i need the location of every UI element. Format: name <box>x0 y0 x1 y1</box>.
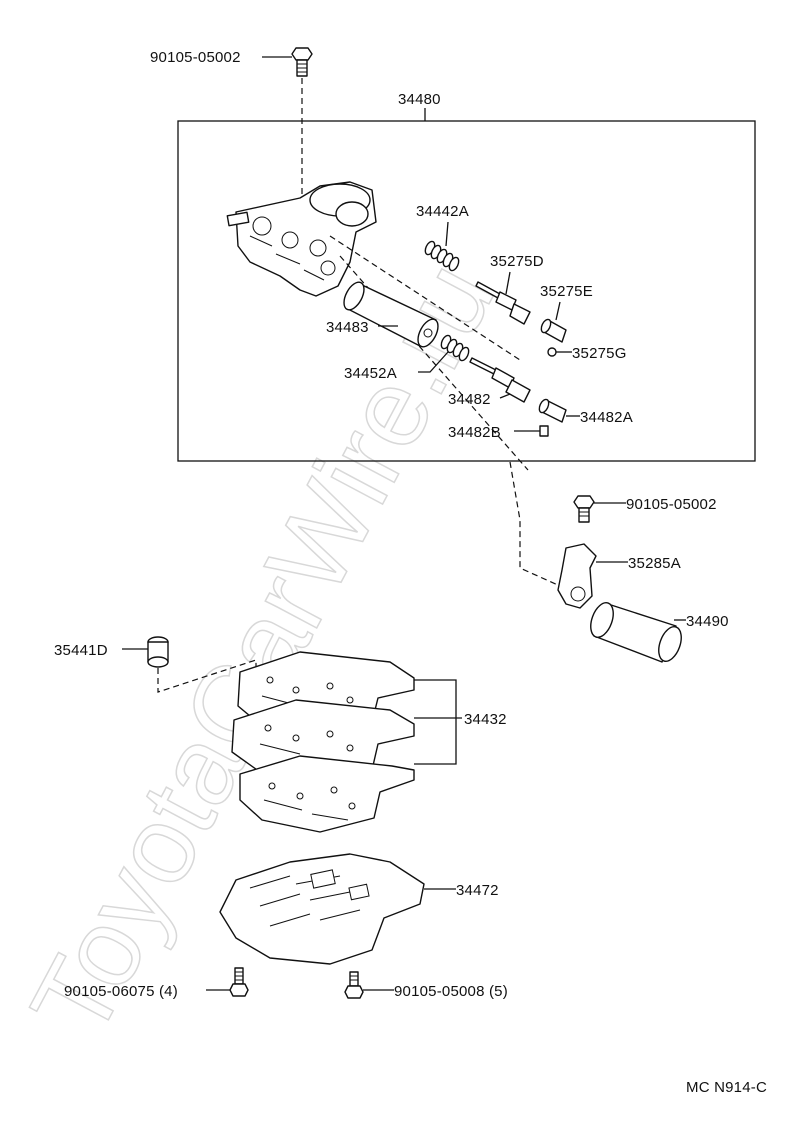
bolt-bottom-right-icon <box>344 971 364 999</box>
label-sleeve: 34483 <box>326 319 369 336</box>
dash-axis-lower <box>339 255 529 471</box>
solenoid-icon <box>590 602 682 663</box>
plug-lower-icon <box>538 398 567 423</box>
label-valve-body-assy: 34480 <box>398 91 441 108</box>
label-spring-lower: 34452A <box>344 365 397 382</box>
assy-frame <box>177 120 756 462</box>
label-plug-lower: 34482A <box>580 409 633 426</box>
label-valve-upper: 35275D <box>490 253 544 270</box>
plate-bottom-icon <box>239 755 415 833</box>
lower-body-icon <box>219 853 425 965</box>
leader-spring-lower <box>418 351 449 373</box>
leader-valve-lower <box>499 393 511 399</box>
clip-lower-icon <box>539 425 549 437</box>
plug-upper-icon <box>540 318 567 343</box>
label-lower-body: 34472 <box>456 882 499 899</box>
valve-upper-icon <box>475 281 531 325</box>
label-plates: 34432 <box>464 711 507 728</box>
label-plug-upper: 35275E <box>540 283 593 300</box>
dash-axis-upper <box>329 235 521 361</box>
clip-upper-icon <box>547 347 557 357</box>
leader-valve-upper <box>505 271 511 295</box>
spring-upper-icon <box>424 240 460 272</box>
leader-plug-upper <box>555 301 561 321</box>
spring-lower-icon <box>440 334 470 362</box>
valve-lower-icon <box>469 357 531 403</box>
label-solenoid: 34490 <box>686 613 729 630</box>
bolt-right-icon <box>573 495 595 523</box>
bracket-icon <box>557 543 597 609</box>
label-valve-lower: 34482 <box>448 391 491 408</box>
label-bolt-right: 90105-05002 <box>626 496 717 513</box>
label-bolt-top: 90105-05002 <box>150 49 241 66</box>
label-spring-upper: 34442A <box>416 203 469 220</box>
bolt-bottom-left-icon <box>229 967 249 997</box>
label-clip-lower: 34482B <box>448 424 501 441</box>
dash-to-bracket <box>509 461 561 587</box>
label-ball: 35441D <box>54 642 108 659</box>
label-bracket: 35285A <box>628 555 681 572</box>
leader-spring-upper <box>445 221 449 247</box>
label-clip-upper: 35275G <box>572 345 627 362</box>
label-bolt-bottom-left: 90105-06075 (4) <box>64 983 178 1000</box>
leader-plates <box>414 679 462 765</box>
bolt-top-icon <box>291 47 313 77</box>
diagram-code: MC N914-C <box>686 1079 767 1096</box>
valve-body-icon <box>226 181 377 297</box>
ball-icon <box>147 636 169 668</box>
label-bolt-bottom-right: 90105-05008 (5) <box>394 983 508 1000</box>
sleeve-icon <box>343 281 439 348</box>
